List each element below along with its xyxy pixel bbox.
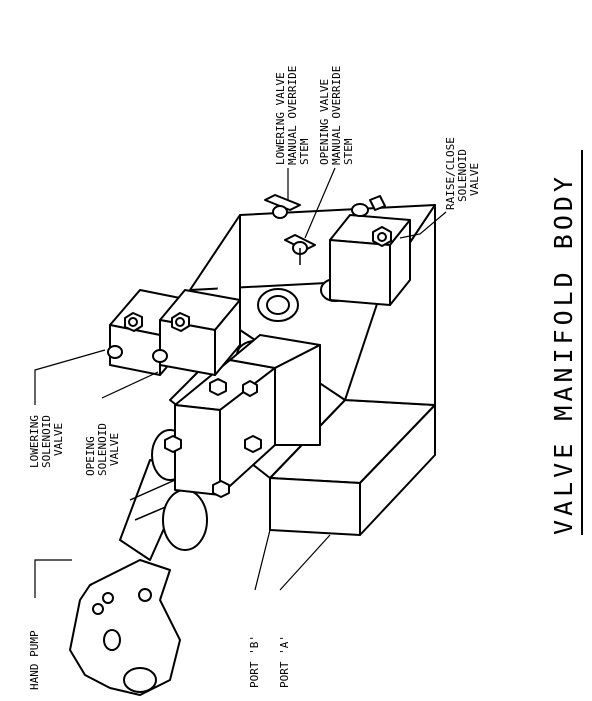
label-lowering-override-stem: LOWERING VALVE MANUAL OVERRIDE STEM <box>274 66 311 165</box>
label-hand-pump-text: HAND PUMP <box>28 630 41 690</box>
label-lowering-solenoid: LOWERING SOLENOID VALVE <box>28 415 65 468</box>
label-lowering-solenoid-line3: VALVE <box>52 423 65 456</box>
label-opeing-solenoid-line1: OPEING <box>84 436 97 476</box>
override-stems <box>264 194 316 265</box>
label-opening-override-line1: OPENING VALVE <box>318 79 331 165</box>
label-opeing-solenoid-line3: VALVE <box>108 433 121 466</box>
label-port-a-text: PORT 'A' <box>278 635 291 688</box>
leader-lines <box>34 167 447 598</box>
label-lowering-override-line2: MANUAL OVERRIDE <box>286 66 299 165</box>
front-cube <box>164 334 321 498</box>
label-raise-close-solenoid: RAISE/CLOSE SOLENOID VALVE <box>444 137 481 210</box>
diagram-title-text: VALVE MANIFOLD BODY <box>549 173 578 535</box>
label-opening-override-stem: OPENING VALVE MANUAL OVERRIDE STEM <box>318 66 355 165</box>
opeing-solenoid <box>152 289 241 376</box>
label-raise-close-line1: RAISE/CLOSE <box>444 137 457 210</box>
label-port-b-text: PORT 'B' <box>248 635 261 688</box>
label-opeing-solenoid-line2: SOLENOID <box>96 423 109 476</box>
label-lowering-override-line1: LOWERING VALVE <box>274 72 287 165</box>
hand-pump-body <box>69 429 208 696</box>
raise-close-solenoid <box>329 195 411 306</box>
label-lowering-solenoid-line1: LOWERING <box>28 415 41 468</box>
label-raise-close-line2: SOLENOID <box>456 149 469 202</box>
label-lowering-override-line3: STEM <box>298 138 311 165</box>
label-port-b: PORT 'B' <box>248 635 261 688</box>
bolt-heads <box>164 378 262 498</box>
label-opening-override-line2: MANUAL OVERRIDE <box>330 66 343 165</box>
label-opeing-solenoid: OPEING SOLENOID VALVE <box>84 423 121 476</box>
diagram-title: VALVE MANIFOLD BODY <box>549 173 578 535</box>
label-opening-override-line3: STEM <box>342 138 355 165</box>
label-raise-close-line3: VALVE <box>468 163 481 196</box>
label-port-a: PORT 'A' <box>278 635 291 688</box>
label-hand-pump: HAND PUMP <box>28 630 41 690</box>
label-lowering-solenoid-line2: SOLENOID <box>40 415 53 468</box>
